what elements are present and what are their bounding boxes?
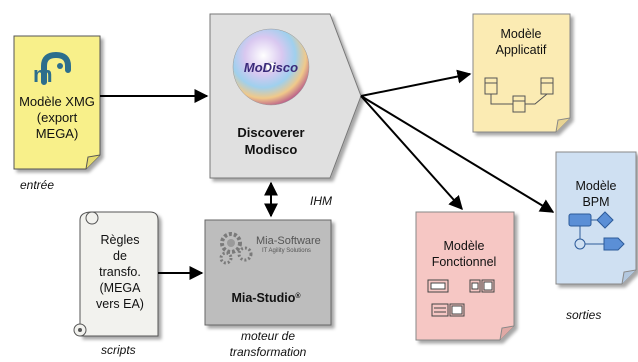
fonctionnel-line-2: Fonctionnel	[432, 255, 497, 269]
applicatif-line-1: Modèle	[501, 27, 542, 41]
rules-scroll-top-curl	[85, 211, 99, 225]
rules-scroll-shape	[79, 211, 159, 337]
rules-line-3: transfo.	[99, 265, 141, 279]
input-caption: entrée	[20, 178, 54, 192]
mia-studio-node: Mia-Software IT Agility Solutions Mia-St…	[204, 219, 332, 359]
svg-text:m: m	[33, 62, 53, 87]
connectors	[100, 69, 555, 280]
rules-scroll: Règles de transfo. (MEGA vers EA) script…	[73, 211, 159, 357]
arrow-discoverer-to-fonctionnel	[360, 95, 463, 211]
bpm-line-2: BPM	[582, 195, 609, 209]
fonctionnel-shape	[415, 211, 515, 341]
rules-line-2: de	[113, 249, 127, 263]
rules-line-4: (MEGA	[100, 281, 142, 295]
discoverer-title-line-2: Modisco	[245, 142, 298, 157]
fonctionnel-line-1: Modèle	[444, 239, 485, 253]
ui-screens-icon	[427, 279, 495, 317]
arrow-discoverer-to-bpm	[360, 95, 555, 213]
discoverer-title-line-1: Discoverer	[237, 125, 304, 140]
mia-studio-title-text: Mia-Studio	[231, 291, 295, 305]
mega-logo-icon: m	[33, 51, 71, 87]
mia-studio-reg-mark: ®	[295, 292, 301, 300]
mia-software-subtitle: IT Agility Solutions	[262, 248, 311, 254]
discoverer-node: MoDisco Discoverer Modisco	[209, 13, 362, 179]
mia-studio-caption-line-2: transformation	[230, 345, 307, 359]
input-document-fold	[85, 154, 101, 170]
outputs-caption: sorties	[566, 308, 601, 322]
modisco-logo-text: MoDisco	[244, 60, 298, 75]
input-document-line-1: Modèle XMG	[19, 94, 95, 109]
input-document: m Modèle XMG (export MEGA) entrée	[13, 35, 101, 192]
mia-studio-caption-line-1: moteur de	[241, 329, 295, 343]
applicatif-line-2: Applicatif	[496, 43, 547, 57]
arrow-discoverer-to-applicatif	[360, 69, 472, 97]
bpmn-process-icon	[568, 211, 625, 251]
mia-software-logo-text: Mia-Software	[256, 235, 321, 247]
output-fonctionnel: Modèle Fonctionnel	[415, 211, 515, 341]
bpm-line-1: Modèle	[576, 179, 617, 193]
gear-icon	[219, 232, 253, 265]
rules-caption: scripts	[101, 343, 136, 357]
mia-studio-title: Mia-Studio®	[231, 291, 301, 305]
rules-line-1: Règles	[101, 233, 140, 247]
class-diagram-icon	[484, 77, 554, 113]
ihm-label: IHM	[310, 194, 332, 208]
output-bpm: Modèle BPM	[555, 151, 637, 285]
input-document-line-2: (export	[37, 110, 78, 125]
modisco-disc-icon	[232, 28, 310, 106]
output-applicatif: Modèle Applicatif	[472, 13, 571, 133]
bpm-shape	[555, 151, 637, 285]
input-document-line-3: MEGA)	[36, 126, 79, 141]
rules-line-5: vers EA)	[96, 297, 144, 311]
